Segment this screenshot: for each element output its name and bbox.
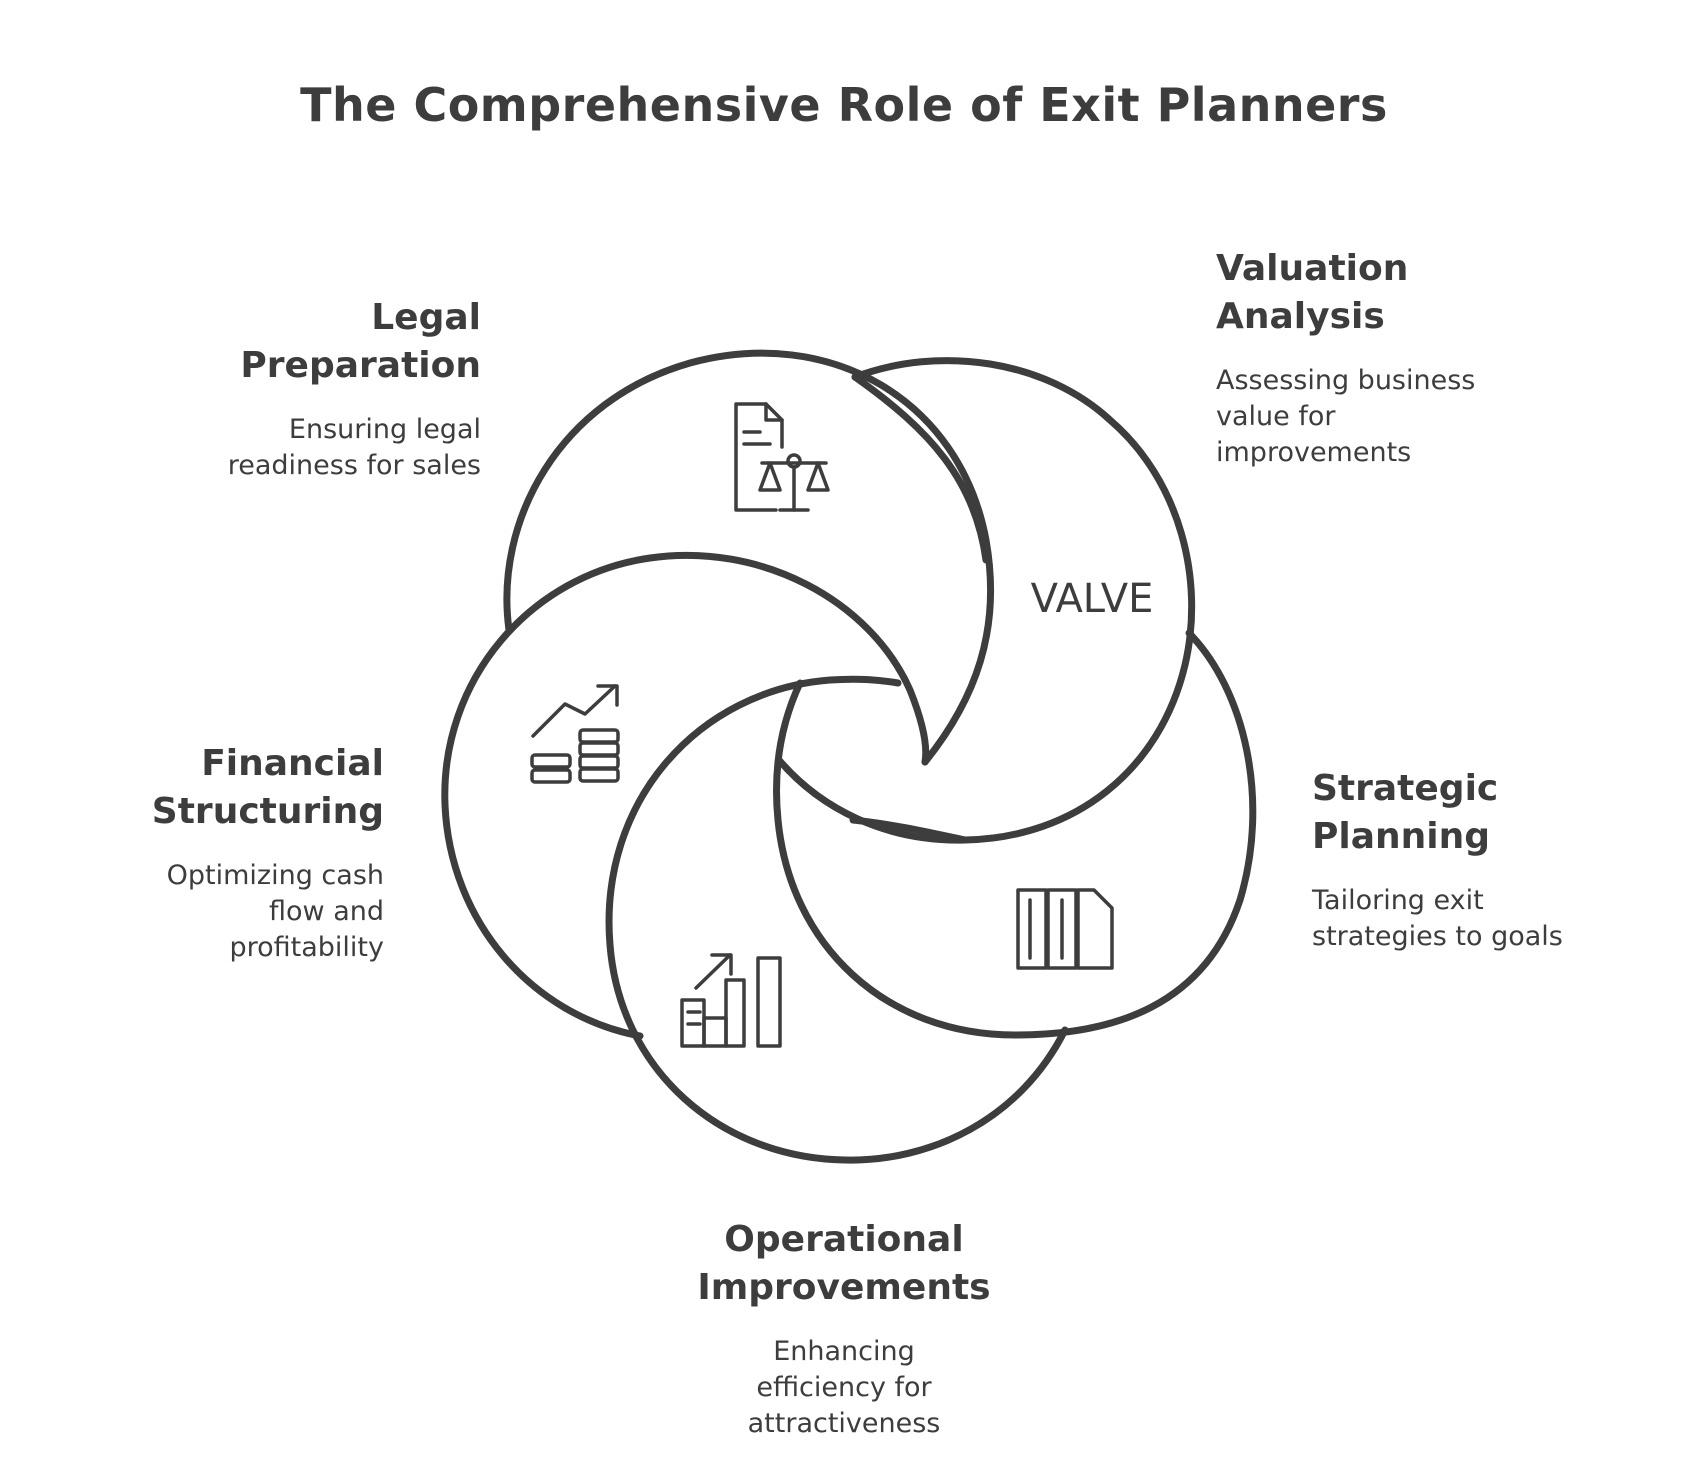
segment-description: Optimizing cash flow and profitability (166, 860, 384, 963)
page-title: The Comprehensive Role of Exit Planners (300, 78, 1388, 132)
ring-valuation (775, 357, 1196, 844)
valuation-analysis-label: Valuation Analysis Assessing business va… (1216, 245, 1556, 471)
operational-improvements-label: Operational Improvements Enhancing effic… (594, 1216, 1094, 1442)
segment-title: Valuation Analysis (1216, 248, 1409, 337)
coins-growth-icon (530, 684, 620, 784)
strategic-planning-label: Strategic Planning Tailoring exit strate… (1312, 765, 1672, 955)
bar-chart-growth-icon (680, 953, 782, 1048)
ring-strategic (773, 629, 1257, 1039)
legal-document-scale-icon (734, 402, 830, 512)
segment-title: Strategic Planning (1312, 768, 1499, 857)
segment-title: Financial Structuring (151, 743, 384, 832)
segment-description: Enhancing efficiency for attractiveness (747, 1336, 941, 1439)
financial-structuring-label: Financial Structuring Optimizing cash fl… (54, 740, 384, 966)
segment-description: Ensuring legal readiness for sales (227, 414, 481, 481)
ring-operational (605, 675, 1069, 1164)
blueprint-panels-icon (1016, 888, 1114, 970)
valuation-text-icon: VALVE (1031, 576, 1154, 622)
segment-description: Assessing business value for improvement… (1216, 365, 1476, 468)
ring-financial (441, 551, 930, 1040)
segment-title: Operational Improvements (697, 1219, 991, 1308)
segment-title: Legal Preparation (240, 297, 481, 386)
segment-description: Tailoring exit strategies to goals (1312, 885, 1563, 952)
legal-preparation-label: Legal Preparation Ensuring legal readine… (151, 294, 481, 484)
ring-legal (503, 349, 995, 766)
